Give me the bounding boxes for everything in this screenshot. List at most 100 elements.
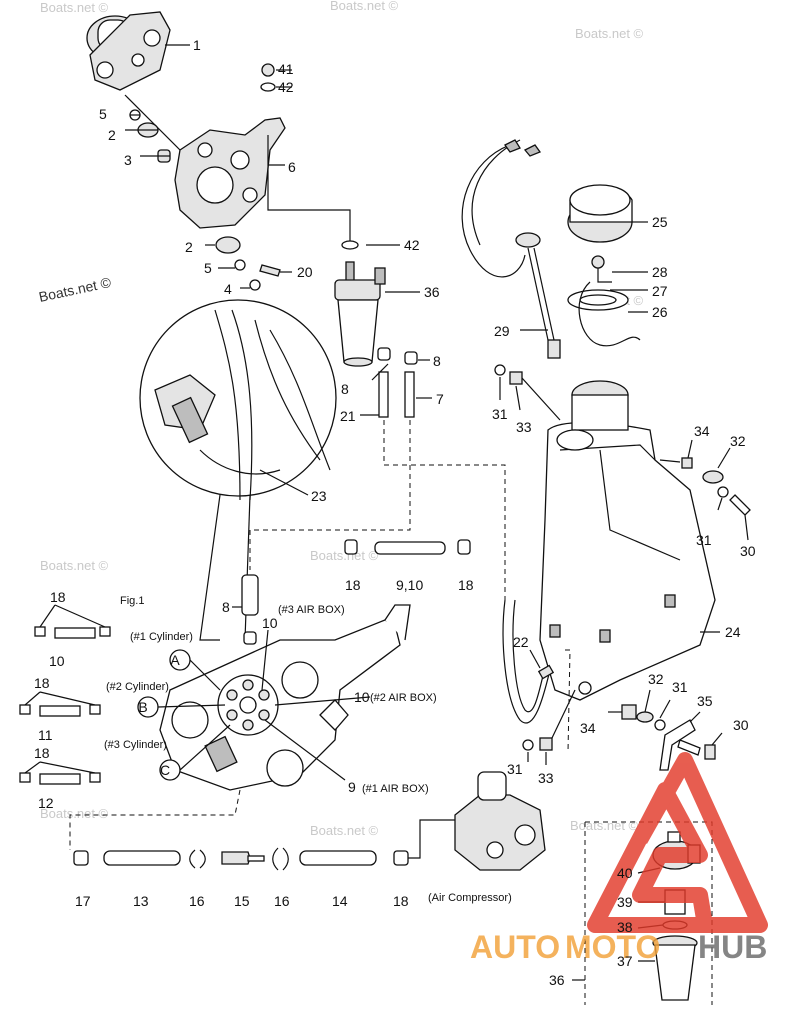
drain-hose	[502, 599, 571, 753]
tank-lower-fasteners	[522, 689, 723, 771]
logo-text-auto: AUTO	[470, 929, 560, 965]
port-a-label: A	[170, 652, 180, 668]
detail-circle-23	[139, 299, 337, 641]
watermark-text: Boats.net ©	[570, 818, 639, 833]
airbox-3-label: (#3 AIR BOX)	[278, 604, 345, 616]
callout-36: 36	[424, 284, 440, 300]
bottom-hoses	[73, 819, 460, 871]
callout-35: 35	[697, 693, 713, 709]
callout-37: 37	[617, 953, 633, 969]
callout-11: 11	[38, 727, 53, 743]
callout-18: 18	[393, 893, 409, 909]
callout-31: 31	[492, 406, 508, 422]
cylinder-1-label: (#1 Cylinder)	[130, 631, 193, 643]
watermark-text: Boats.net ©	[40, 558, 109, 573]
port-b-label: B	[138, 699, 147, 715]
callout-31: 31	[696, 532, 712, 548]
callout-12: 12	[38, 795, 54, 811]
logo-text-hub: HUB	[698, 929, 767, 965]
tank-fasteners	[494, 364, 751, 541]
callout-9-10: 9,10	[396, 577, 423, 593]
callout-36: 36	[549, 972, 565, 988]
air-compressor-label: (Air Compressor)	[428, 892, 512, 904]
callout-33: 33	[516, 419, 532, 435]
callout-18: 18	[50, 589, 66, 605]
callout-2: 2	[108, 127, 116, 143]
watermark-text: Boats.net ©	[575, 26, 644, 41]
fig-label: Fig.1	[120, 595, 144, 607]
callout-15: 15	[234, 893, 250, 909]
callout-31: 31	[507, 761, 523, 777]
callout-3: 3	[124, 152, 132, 168]
callout-29: 29	[494, 323, 510, 339]
callout-18: 18	[34, 675, 50, 691]
airbox-1-label: (#1 AIR BOX)	[362, 783, 429, 795]
callout-42: 42	[278, 79, 294, 95]
callout-5: 5	[204, 260, 212, 276]
callout-20: 20	[297, 264, 313, 280]
callout-14: 14	[332, 893, 348, 909]
callout-8: 8	[433, 353, 441, 369]
callout-34: 34	[580, 720, 596, 736]
watermark-text: Boats.net ©	[40, 806, 109, 821]
callout-4: 4	[224, 281, 232, 297]
callout-40: 40	[617, 865, 633, 881]
callout-30: 30	[733, 717, 749, 733]
callout-30: 30	[740, 543, 756, 559]
callout-25: 25	[652, 214, 668, 230]
wire-harness	[461, 139, 561, 359]
oil-tank-24	[539, 380, 720, 701]
callout-39: 39	[617, 894, 633, 910]
callout-27: 27	[652, 283, 668, 299]
callout-41: 41	[278, 61, 294, 77]
callout-numbers: 1 41 42 5 2 3 6 42 2 5 20 4 36 8 8 21 7 …	[34, 37, 756, 988]
watermark-text: Boats.net ©	[310, 548, 379, 563]
air-compressor	[454, 771, 546, 871]
callout-23: 23	[311, 488, 327, 504]
watermark-text: Boats.net ©	[330, 0, 399, 13]
port-c-label: C	[160, 762, 170, 778]
callout-6: 6	[288, 159, 296, 175]
logo-triangle-right	[633, 752, 768, 933]
hose-set-9-10	[344, 539, 471, 555]
callout-10: 10	[354, 689, 370, 705]
airbox-2-label: (#2 AIR BOX)	[370, 692, 437, 704]
callout-38: 38	[617, 919, 633, 935]
diagram-labels: Fig.1 (#3 AIR BOX) (#1 Cylinder) (#2 Cyl…	[104, 595, 512, 904]
callout-18: 18	[345, 577, 361, 593]
callout-13: 13	[133, 893, 149, 909]
fuel-filter-36	[334, 240, 420, 367]
small-parts-left	[125, 63, 292, 291]
hose-pair	[249, 347, 506, 600]
callout-10: 10	[262, 615, 278, 631]
callout-8: 8	[341, 381, 349, 397]
automotohub-logo: AUTO MOTO HUB	[470, 752, 768, 965]
watermark-text: Boats.net ©	[310, 823, 379, 838]
callout-31: 31	[672, 679, 688, 695]
callout-16: 16	[274, 893, 290, 909]
callout-28: 28	[652, 264, 668, 280]
manifold-plate	[137, 574, 411, 791]
cylinder-2-label: (#2 Cylinder)	[106, 681, 169, 693]
fig1-legend-boxes	[19, 604, 111, 785]
callout-33: 33	[538, 770, 554, 786]
callout-17: 17	[75, 893, 91, 909]
callout-18: 18	[458, 577, 474, 593]
callout-22: 22	[513, 634, 529, 650]
callout-24: 24	[725, 624, 741, 640]
cap-assembly	[520, 184, 648, 347]
callout-26: 26	[652, 304, 668, 320]
callout-16: 16	[189, 893, 205, 909]
callout-2: 2	[185, 239, 193, 255]
callout-21: 21	[340, 408, 356, 424]
callout-32: 32	[648, 671, 664, 687]
logo-text-moto: MOTO	[565, 929, 660, 965]
callout-1: 1	[193, 37, 201, 53]
callout-7: 7	[436, 391, 444, 407]
callout-42: 42	[404, 237, 420, 253]
cylinder-3-label: (#3 Cylinder)	[104, 739, 167, 751]
callout-5: 5	[99, 106, 107, 122]
callout-32: 32	[730, 433, 746, 449]
